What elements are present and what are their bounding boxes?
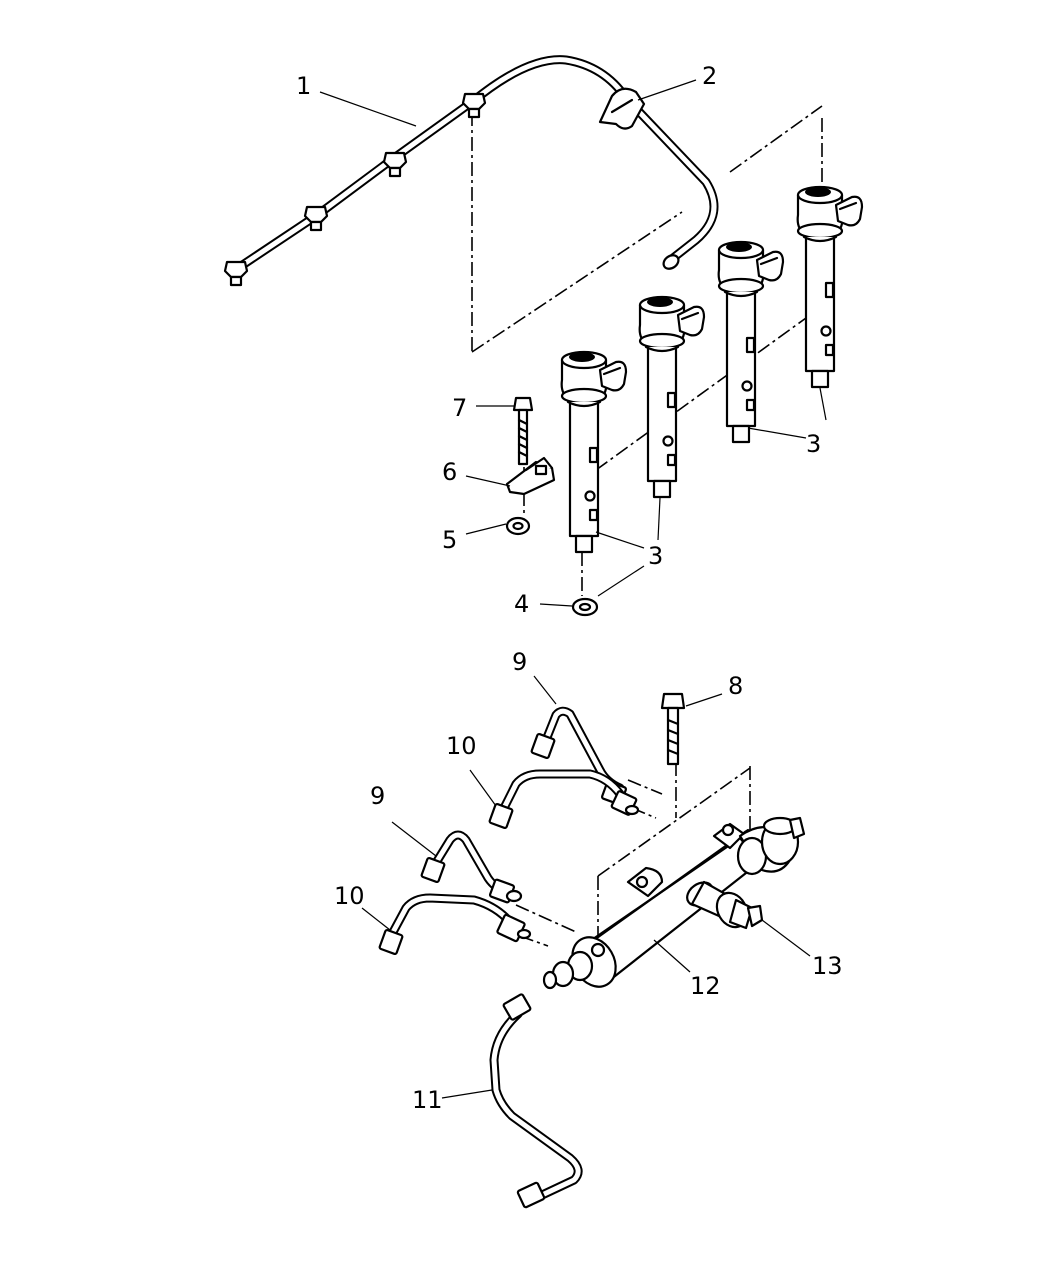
return-line-clip: [598, 87, 646, 130]
fuel-rail: [542, 816, 806, 990]
callout-10b: 10: [334, 882, 365, 910]
rail-pressure-sensor: [686, 880, 764, 930]
callout-6: 6: [442, 458, 457, 486]
alignment-lines-upper: [471, 105, 823, 596]
callout-7: 7: [452, 394, 467, 422]
injector-seal-washer: [571, 597, 599, 617]
fuel-injector-2: [638, 295, 706, 499]
clamp-washer: [505, 516, 531, 536]
callout-4: 4: [514, 590, 529, 618]
fuel-return-line: [223, 55, 719, 287]
callout-labels: 1 2 3 3 4 5 6 7 8 9 10 9 10 12 13 11: [296, 62, 843, 1114]
injector-clamp: [505, 456, 556, 496]
fuel-injector-1: [560, 350, 628, 554]
callout-1: 1: [296, 72, 311, 100]
callout-3b: 3: [648, 542, 663, 570]
callout-10a: 10: [446, 732, 477, 760]
callout-12: 12: [690, 972, 721, 1000]
callout-5: 5: [442, 526, 457, 554]
clamp-bolt: [512, 396, 534, 466]
callout-13: 13: [812, 952, 843, 980]
rail-mounting-bolt: [660, 692, 686, 766]
callout-9a: 9: [512, 648, 527, 676]
fuel-injector-line-10-lower: [378, 893, 532, 956]
leader-lines: [319, 79, 827, 1099]
callout-2: 2: [702, 62, 717, 90]
high-pressure-supply-line: [489, 993, 583, 1209]
callout-9b: 9: [370, 782, 385, 810]
fuel-injector-line-10-upper: [488, 769, 640, 830]
callout-3a: 3: [806, 430, 821, 458]
fuel-injector-line-9-lower: [420, 830, 523, 904]
callout-8: 8: [728, 672, 743, 700]
callout-11: 11: [412, 1086, 443, 1114]
fuel-injector-4: [796, 185, 864, 389]
